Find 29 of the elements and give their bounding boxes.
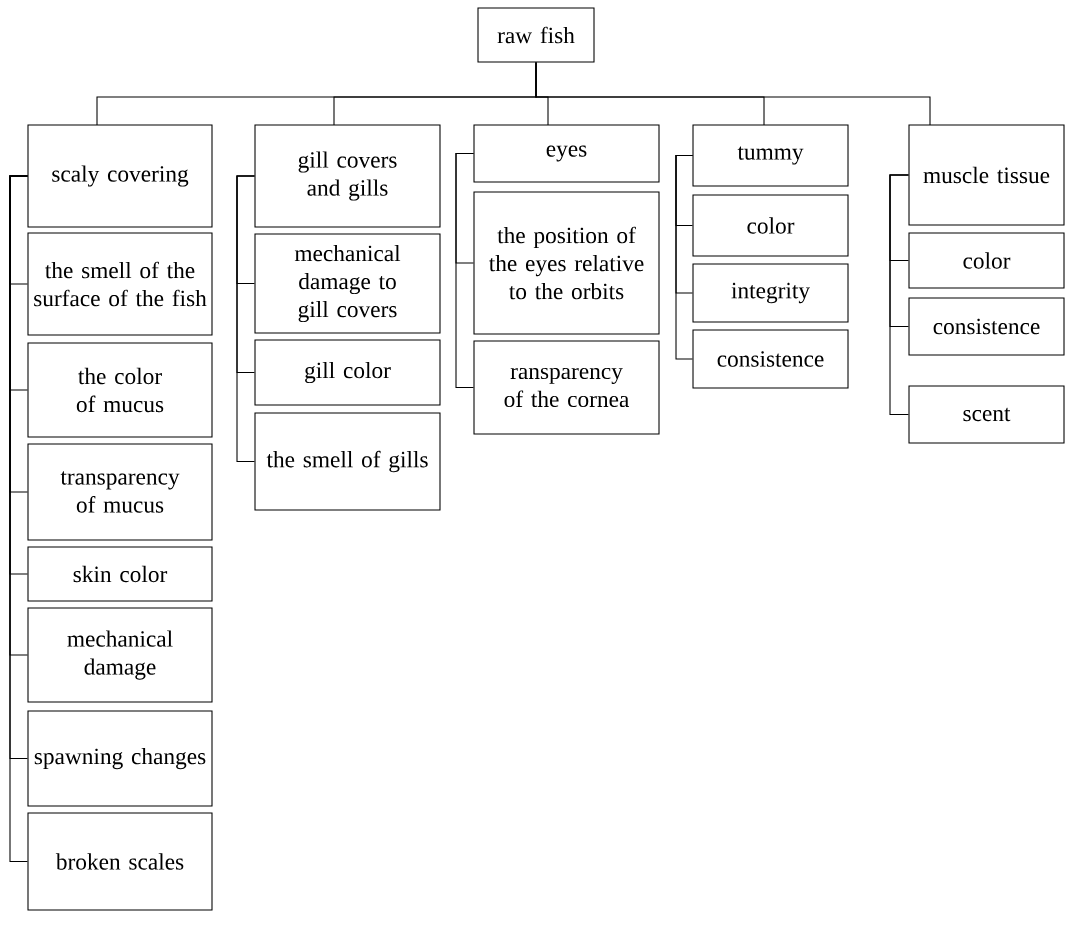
category-box: the smell of gills xyxy=(254,412,441,511)
connector-line xyxy=(455,152,474,389)
category-box: spawning changes xyxy=(27,710,213,807)
category-box: integrity xyxy=(692,263,849,323)
category-box: skin color xyxy=(27,546,213,602)
category-box: scent xyxy=(908,385,1065,444)
category-box: mechanical damage xyxy=(27,607,213,703)
category-box: the smell of the surface of the fish xyxy=(27,232,213,336)
connector-line xyxy=(675,154,693,360)
category-box: transparency of mucus xyxy=(27,443,213,541)
category-box: consistence xyxy=(692,329,849,389)
category-box: scaly covering xyxy=(27,124,213,228)
category-box: the color of mucus xyxy=(27,342,213,438)
category-box: the position of the eyes relative to the orbits xyxy=(473,191,660,335)
category-box: ransparency of the cornea xyxy=(473,340,660,435)
category-box: gill color xyxy=(254,339,441,406)
category-box: eyes xyxy=(473,124,660,183)
category-box: consistence xyxy=(908,297,1065,356)
category-box: mechanical damage to gill covers xyxy=(254,233,441,334)
connector-line xyxy=(236,175,255,463)
category-box: raw fish xyxy=(477,7,595,63)
category-box: color xyxy=(692,194,849,257)
category-box: gill covers and gills xyxy=(254,124,441,228)
category-box: muscle tissue xyxy=(908,124,1065,226)
category-box: broken scales xyxy=(27,812,213,911)
category-box: color xyxy=(908,232,1065,289)
category-box: tummy xyxy=(692,124,849,187)
connector-line xyxy=(535,62,931,126)
connector-line xyxy=(889,174,909,416)
